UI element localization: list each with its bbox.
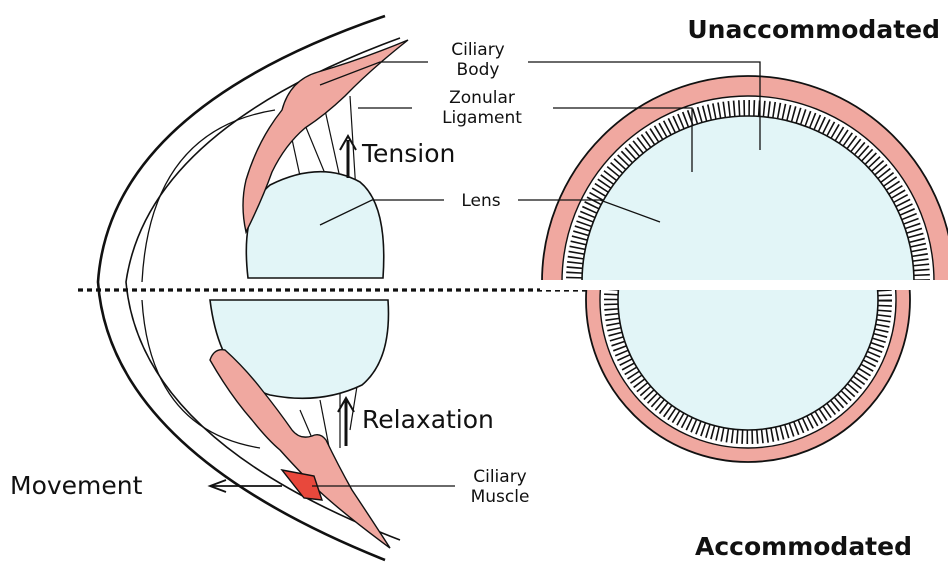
zonular-ligament-label-line2: Ligament (442, 108, 522, 128)
zonular-ligament-label-line1: Zonular (449, 88, 515, 108)
ciliary-body-label-line1: Ciliary (451, 40, 505, 60)
lens-label: Lens (461, 191, 500, 211)
relaxation-label: Relaxation (362, 405, 494, 434)
movement-label: Movement (10, 471, 143, 500)
unaccommodated-heading: Unaccommodated (687, 15, 940, 44)
ciliary-muscle-label-line1: Ciliary (473, 467, 527, 487)
ciliary-body-label-line2: Body (457, 60, 500, 80)
tension-label: Tension (361, 139, 455, 168)
accommodated-heading: Accommodated (695, 532, 912, 561)
ciliary-muscle-label-line2: Muscle (471, 487, 530, 507)
eye-cross-section (98, 16, 408, 560)
lens-upper (246, 172, 383, 278)
